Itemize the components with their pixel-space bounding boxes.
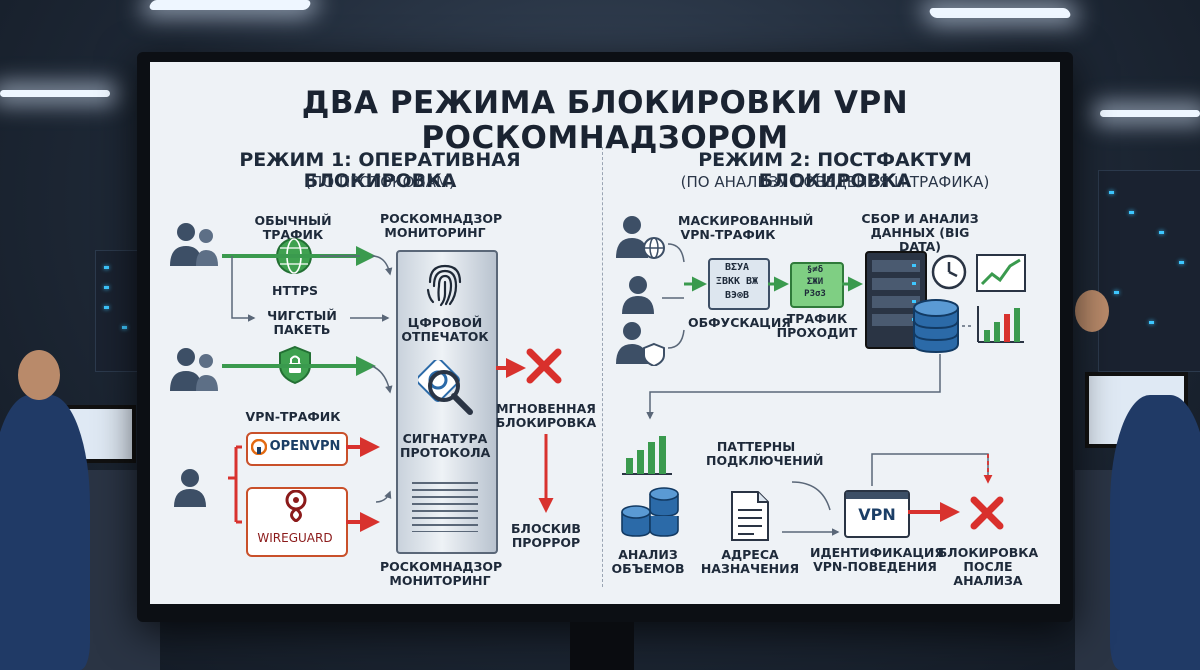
operator-right <box>1110 395 1200 670</box>
obfuscation-label: ОБФУСКАЦИЯ <box>688 315 791 330</box>
passing-glyph: §≠δ <box>806 265 824 275</box>
fingerprint-icon <box>424 260 466 308</box>
https-label: HTTPS <box>272 283 318 298</box>
document-icon <box>724 490 772 542</box>
wireguard-label: WIREGUARD <box>257 531 333 545</box>
mode1-heading: РЕЖИМ 1: ОПЕРАТИВНАЯ БЛОКИРОВКА <box>239 149 521 193</box>
page-title: ДВА РЕЖИМА БЛОКИРОВКИ VPN РОСКОМНАДЗОРОМ <box>301 85 909 156</box>
arrow-to-device-3 <box>371 365 393 394</box>
vpn-branch-bracket <box>228 445 242 524</box>
block-after-analysis-label: БЛОКИРОВКА ПОСЛЕ АНАЛИЗА <box>937 545 1039 588</box>
openvpn-logo-icon <box>251 439 267 455</box>
arrow-patterns-merge <box>782 481 838 532</box>
ceiling-light-right <box>928 8 1072 18</box>
traffic-passes-label: ТРАФИК ПРОХОДИТ <box>776 311 858 340</box>
vpn-badge: VPN <box>858 505 896 524</box>
feedback-loop <box>871 453 989 486</box>
bar-chart-icon <box>976 304 1026 344</box>
instant-block-label: МГНОВЕННАЯ БЛОКИРОВКА <box>495 401 597 430</box>
data-collection-label: СБОР И АНАЛИЗ ДАННЫХ (BIG DATA) <box>861 211 979 254</box>
user-shield-icon <box>616 320 666 366</box>
clock-icon <box>931 254 967 290</box>
wireguard-dragon-icon <box>283 490 309 522</box>
ceiling-light-far-left <box>0 90 110 97</box>
mode-divider <box>602 147 603 587</box>
user-globe-icon <box>616 214 666 260</box>
clean-packet-label: ЧИГСТЫЙ ПАКЕТЬ <box>267 308 337 337</box>
arrow-analysis-down <box>646 354 941 420</box>
trend-chart-icon <box>976 254 1026 292</box>
vpn-window-titlebar <box>846 492 908 499</box>
passing-glyph: ΣЖИ <box>806 277 824 287</box>
openvpn-label: OPENVPN <box>269 439 341 454</box>
users-icon <box>168 345 220 393</box>
connection-patterns-label: ПАТТЕРНЫ ПОДКЛЮЧЕНИЙ <box>706 439 824 468</box>
passing-glyph: РЗσЗ <box>804 289 826 299</box>
obfuscation-box <box>708 258 770 310</box>
operator-left <box>0 395 90 670</box>
bar-chart-icon <box>620 432 674 476</box>
arrow-masked-merge <box>662 243 685 349</box>
mode2-heading: РЕЖИМ 2: ПОСТФАКТУМ БЛОКИРОВКА <box>698 149 972 193</box>
openvpn-badge <box>246 432 348 466</box>
users-icon <box>168 220 220 268</box>
obfuscated-glyph: ВЭ⊗В <box>724 290 750 301</box>
volume-analysis-label: АНАЛИЗ ОБЪЕМОВ <box>611 547 685 576</box>
arrow-vpn-to-device <box>375 490 392 503</box>
presentation-screen: ДВА РЕЖИМА БЛОКИРОВКИ VPN РОСКОМНАДЗОРОМ… <box>150 62 1060 604</box>
passing-traffic-box <box>790 262 844 308</box>
rkn-monitoring-bottom-label: РОСКОМНАДЗОР МОНИТОРИНГ <box>380 559 503 588</box>
database-icon <box>912 298 960 354</box>
monitor-stand <box>570 622 634 670</box>
block-x-icon <box>970 496 1004 530</box>
operator-left-head <box>18 350 60 400</box>
wireguard-badge <box>246 487 348 557</box>
vpn-identification-label: ИДЕНТИФИКАЦИЯ VPN-ПОВЕДЕНИЯ <box>810 545 945 574</box>
user-icon <box>172 467 208 507</box>
magnifier-icon <box>418 360 474 416</box>
mode2-subheading: (ПО АНАЛИЗУ ПОВЕДЕНИЯ И ТРАФИКА) <box>680 173 990 191</box>
block-result-label: БЛОСКИВ ПРОРРОР <box>511 521 581 550</box>
vpn-traffic-label: VPN-ТРАФИК <box>245 409 341 424</box>
rkn-monitoring-top-label: РОСКОМНАДЗОР МОНИТОРИНГ <box>380 211 503 240</box>
device-vent-lines <box>412 482 478 532</box>
server-rack-right <box>1098 170 1200 372</box>
mode1-subheading: (ПО ПРОТОКОЛАМ) <box>305 173 455 191</box>
block-x-icon <box>526 348 562 384</box>
arrow-clean-packet <box>231 256 256 322</box>
database-stack-icon <box>620 486 680 538</box>
obfuscated-glyph: ΞВКК ВЖ <box>715 276 759 287</box>
operator-right-head <box>1075 290 1109 332</box>
obfuscated-glyph: ВΣУА <box>724 262 750 273</box>
destination-addresses-label: АДРЕСА НАЗНАЧЕНИЯ <box>700 547 800 576</box>
user-icon <box>620 274 656 314</box>
protocol-signature-label: СИГНАТУРА ПРОТОКОЛА <box>400 431 491 460</box>
fingerprint-label: ЦФРОВОЙ ОТПЕЧАТОК <box>401 315 489 344</box>
flow-arrows <box>222 243 1004 604</box>
normal-traffic-label: ОБЫЧНЫЙ ТРАФИК <box>254 213 332 242</box>
ceiling-light-far-right <box>1100 110 1200 117</box>
arrow-to-device-1 <box>319 255 390 274</box>
server-rack-left <box>95 250 142 372</box>
ceiling-light-left <box>148 0 312 10</box>
server-icon <box>864 250 928 350</box>
